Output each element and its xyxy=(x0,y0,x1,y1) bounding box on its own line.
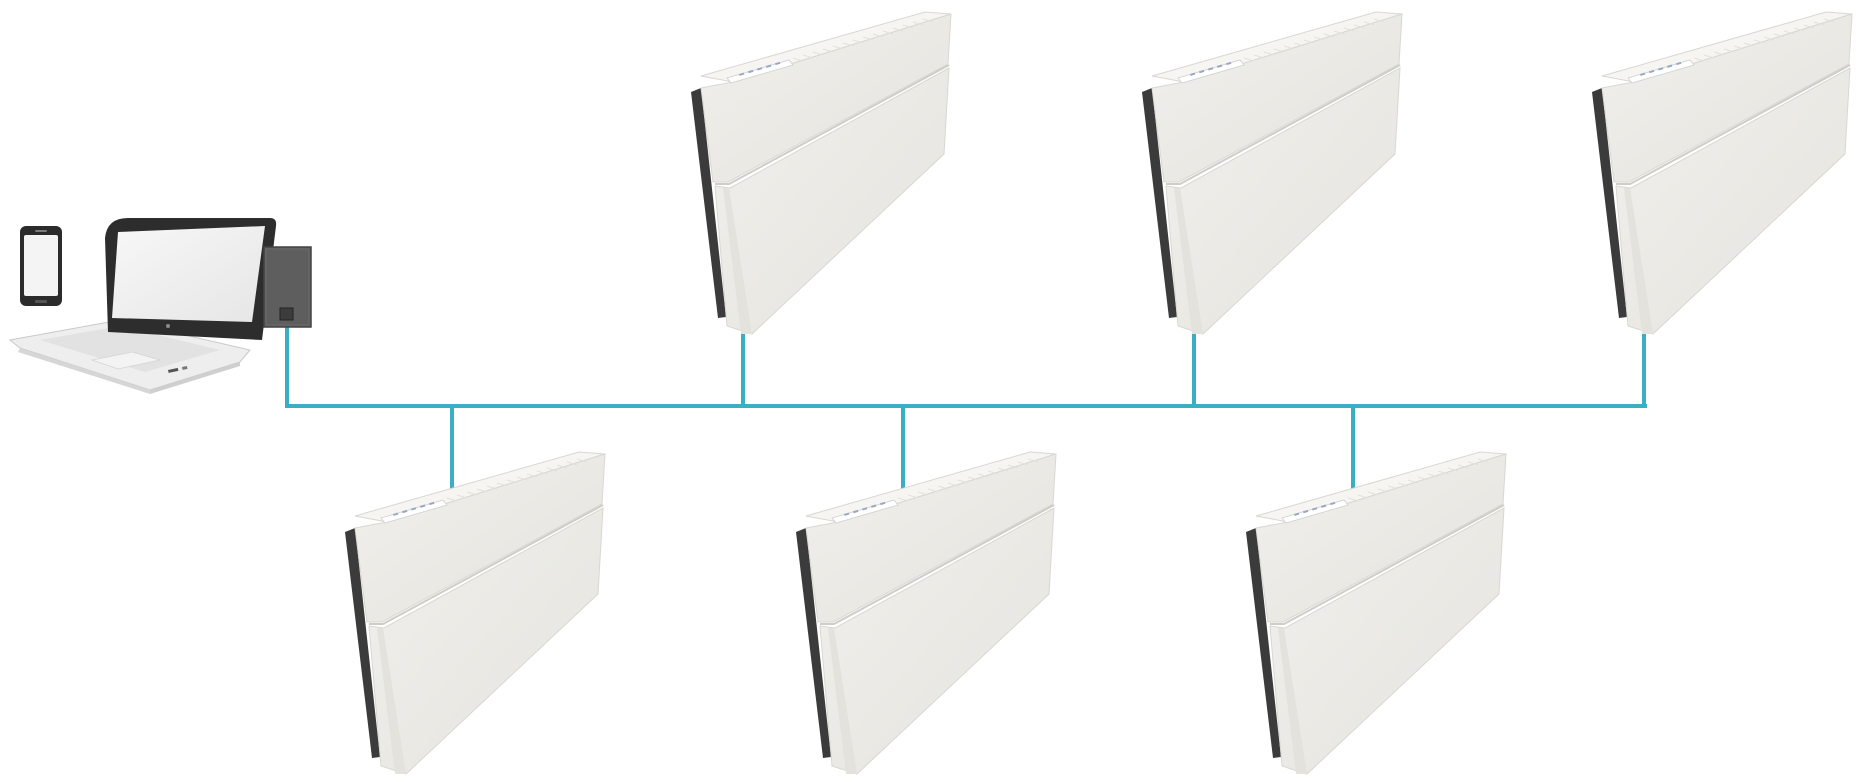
network-gateway-icon xyxy=(263,246,312,328)
wall-heater-unit-icon xyxy=(1142,11,1403,335)
wall-heater-unit-icon xyxy=(1246,451,1507,775)
wall-heater-unit-icon xyxy=(691,11,952,335)
wall-heater-unit-icon xyxy=(796,451,1057,775)
heater-units xyxy=(345,11,1853,775)
laptop-icon xyxy=(8,218,277,394)
wall-heater-unit-icon xyxy=(1592,11,1853,335)
smartphone-icon xyxy=(20,226,62,306)
wall-heater-unit-icon xyxy=(345,451,606,775)
controller-devices xyxy=(8,218,312,394)
bus-cable xyxy=(285,314,1647,496)
